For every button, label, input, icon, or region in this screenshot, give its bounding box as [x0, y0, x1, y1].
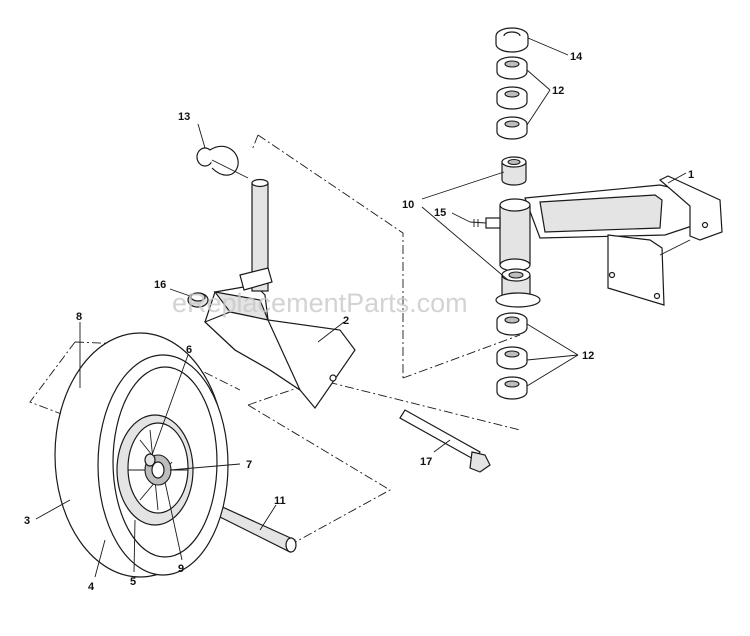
callout-17: 17 [420, 456, 432, 468]
watermark-text: eReplacementParts.com [172, 288, 468, 318]
callout-5: 5 [130, 576, 136, 588]
washer-12a [496, 56, 528, 80]
part-15-grease-fitting [469, 217, 501, 229]
washer-12e [496, 346, 528, 370]
bushing-10a [501, 156, 527, 186]
callout-4: 4 [88, 581, 95, 593]
callout-13: 13 [178, 111, 190, 123]
pivot-tube [499, 198, 531, 272]
washer-stack [495, 27, 541, 400]
washer-12c [496, 116, 528, 140]
callout-2: 2 [343, 315, 349, 327]
callout-16: 16 [154, 279, 166, 291]
part-1-mounting-arm [524, 175, 723, 306]
callout-12-lower: 12 [582, 350, 594, 362]
part-13-retaining-clip [196, 145, 249, 179]
callout-1: 1 [688, 169, 694, 181]
leader-lines [35, 37, 687, 578]
callout-8: 8 [76, 311, 82, 323]
callout-11: 11 [274, 495, 286, 507]
callout-14: 14 [570, 51, 583, 63]
washer-12d [496, 312, 528, 336]
callout-labels: 1 2 3 4 5 6 7 8 9 10 11 12 12 13 14 15 1… [24, 51, 694, 593]
wheel-assembly [54, 332, 229, 578]
callout-12-upper: 12 [552, 85, 564, 97]
callout-6: 6 [186, 344, 192, 356]
part-5-rim [116, 414, 194, 526]
part-16-nut [187, 292, 209, 308]
washer-12f [496, 376, 528, 400]
washer-12b [496, 86, 528, 110]
part-17-axle-bolt [399, 409, 491, 473]
callout-10: 10 [402, 199, 414, 211]
callout-3: 3 [24, 515, 30, 527]
part-2-caster-fork [203, 178, 356, 409]
callout-9: 9 [178, 563, 184, 575]
callout-7: 7 [246, 459, 252, 471]
bushing-10b [495, 268, 541, 308]
callout-15: 15 [434, 207, 446, 219]
part-6-bearing [144, 453, 156, 467]
